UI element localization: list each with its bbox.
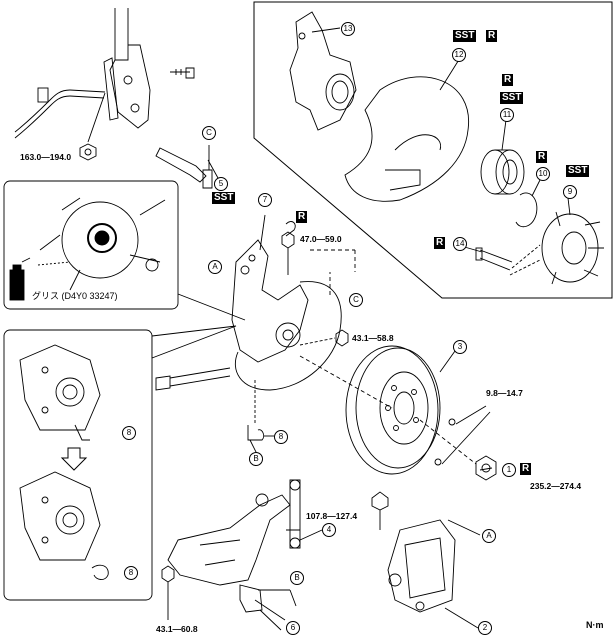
ref-a-caliper: A bbox=[482, 529, 496, 543]
cotter-pin-7 bbox=[285, 221, 296, 237]
hub-nut bbox=[475, 455, 497, 481]
callout-1: 1 bbox=[502, 463, 516, 477]
badge-sst-5: SST bbox=[212, 192, 236, 204]
callout-8-before: 8 bbox=[122, 426, 136, 440]
badge-sst-12: SST bbox=[453, 30, 477, 42]
nut-7 bbox=[281, 231, 295, 249]
torque-top-nut: 163.0—194.0 bbox=[20, 152, 72, 162]
hub-bolt bbox=[475, 247, 513, 271]
callout-12: 12 bbox=[452, 48, 466, 62]
brake-hose bbox=[14, 87, 106, 139]
torque-lower-arm: 43.1—60.8 bbox=[156, 624, 198, 634]
caliper-bolt bbox=[371, 491, 389, 530]
down-arrow bbox=[60, 447, 88, 471]
badge-sst-9: SST bbox=[566, 165, 590, 177]
callout-7: 7 bbox=[258, 193, 272, 207]
knuckle-after bbox=[19, 471, 109, 580]
ref-a-knuckle: A bbox=[208, 260, 222, 274]
callout-9: 9 bbox=[563, 185, 577, 199]
wheel-bearing bbox=[480, 149, 525, 195]
grease-note: グリス (D4Y0 33247) bbox=[32, 291, 118, 301]
hub-assembly-frame bbox=[253, 1, 613, 299]
torque-hub-nut: 235.2—274.4 bbox=[530, 481, 582, 491]
callout-2: 2 bbox=[478, 621, 492, 635]
badge-r-11: R bbox=[502, 74, 514, 86]
nut-arm bbox=[161, 565, 175, 583]
callout-10: 10 bbox=[536, 167, 550, 181]
clip-8-main bbox=[247, 425, 265, 441]
callout-5: 5 bbox=[214, 177, 228, 191]
badge-r-10: R bbox=[536, 151, 548, 163]
snap-ring bbox=[515, 192, 538, 228]
torque-knuckle: 43.1—58.8 bbox=[352, 333, 394, 343]
unit-label: N·m bbox=[586, 620, 604, 630]
tie-rod-end bbox=[155, 145, 213, 189]
badge-r-14: R bbox=[434, 237, 446, 249]
callout-13: 13 bbox=[341, 22, 355, 36]
callout-11: 11 bbox=[500, 108, 514, 122]
badge-r-7: R bbox=[296, 211, 308, 223]
grease-inset-frame bbox=[3, 180, 179, 310]
nut-43 bbox=[335, 329, 349, 347]
badge-r-12: R bbox=[486, 30, 498, 42]
procedure-pointer bbox=[151, 325, 237, 359]
brake-disc bbox=[345, 345, 441, 475]
wheel-hub bbox=[541, 211, 604, 285]
dust-shield bbox=[344, 76, 469, 202]
badge-sst-11: SST bbox=[500, 92, 524, 104]
main-knuckle-assembly bbox=[231, 239, 342, 391]
disc-screws bbox=[434, 405, 491, 466]
brake-caliper bbox=[387, 519, 456, 613]
knuckle-before bbox=[19, 344, 101, 441]
grease-inset-hub bbox=[39, 197, 166, 291]
ref-c-tierod: C bbox=[202, 126, 216, 140]
grease-can-icon bbox=[9, 257, 31, 301]
torque-disc-screws: 9.8—14.7 bbox=[486, 388, 523, 398]
shock-strut bbox=[103, 8, 195, 129]
torque-caliper: 107.8—127.4 bbox=[306, 511, 358, 521]
callout-14: 14 bbox=[453, 237, 467, 251]
top-nut bbox=[79, 143, 97, 161]
callout-3: 3 bbox=[453, 340, 467, 354]
callout-8-main: 8 bbox=[274, 430, 288, 444]
torque-7: 47.0—59.0 bbox=[300, 234, 342, 244]
ref-b-arm: B bbox=[290, 571, 304, 585]
badge-r-1: R bbox=[520, 463, 532, 475]
stabilizer-link bbox=[289, 479, 301, 549]
procedure-inset-frame bbox=[3, 329, 153, 601]
lower-control-arm bbox=[167, 493, 291, 613]
callout-4: 4 bbox=[322, 523, 336, 537]
callout-8-after: 8 bbox=[124, 566, 138, 580]
steering-knuckle bbox=[289, 11, 357, 131]
knuckle-bolt bbox=[155, 367, 231, 391]
ref-b-clip: B bbox=[249, 452, 263, 466]
ref-c-knuckle: C bbox=[349, 293, 363, 307]
callout-6: 6 bbox=[286, 621, 300, 635]
